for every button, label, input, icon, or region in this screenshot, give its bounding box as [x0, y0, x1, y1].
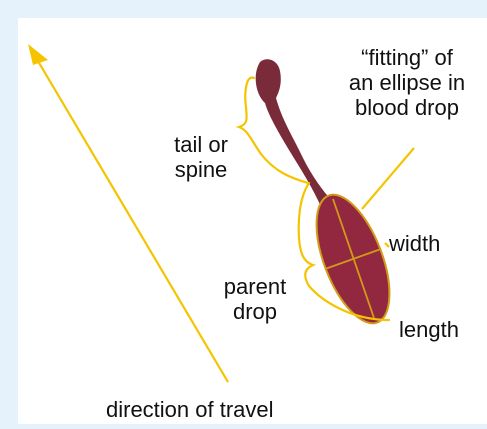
parent-drop-label-line-2: drop: [214, 299, 296, 324]
tail-label: tail or spine: [160, 132, 242, 182]
diagram-panel: “fitting” of an ellipse in blood drop ta…: [18, 18, 487, 424]
parent-drop-label: parent drop: [214, 274, 296, 324]
direction-arrow-head: [28, 44, 48, 65]
fitting-label-line-2: an ellipse in: [336, 70, 478, 95]
tail-label-line-1: tail or: [160, 132, 242, 157]
fitting-label-line-3: blood drop: [336, 95, 478, 120]
direction-arrow-line: [35, 56, 228, 382]
width-label: width: [389, 231, 440, 256]
direction-of-travel-label: direction of travel: [106, 397, 274, 422]
tail-label-line-2: spine: [160, 157, 242, 182]
fitting-label: “fitting” of an ellipse in blood drop: [336, 45, 478, 120]
fitting-pointer-line: [362, 148, 414, 209]
parent-drop-label-line-1: parent: [214, 274, 296, 299]
fitting-label-line-1: “fitting” of: [336, 45, 478, 70]
length-label: length: [399, 317, 459, 342]
